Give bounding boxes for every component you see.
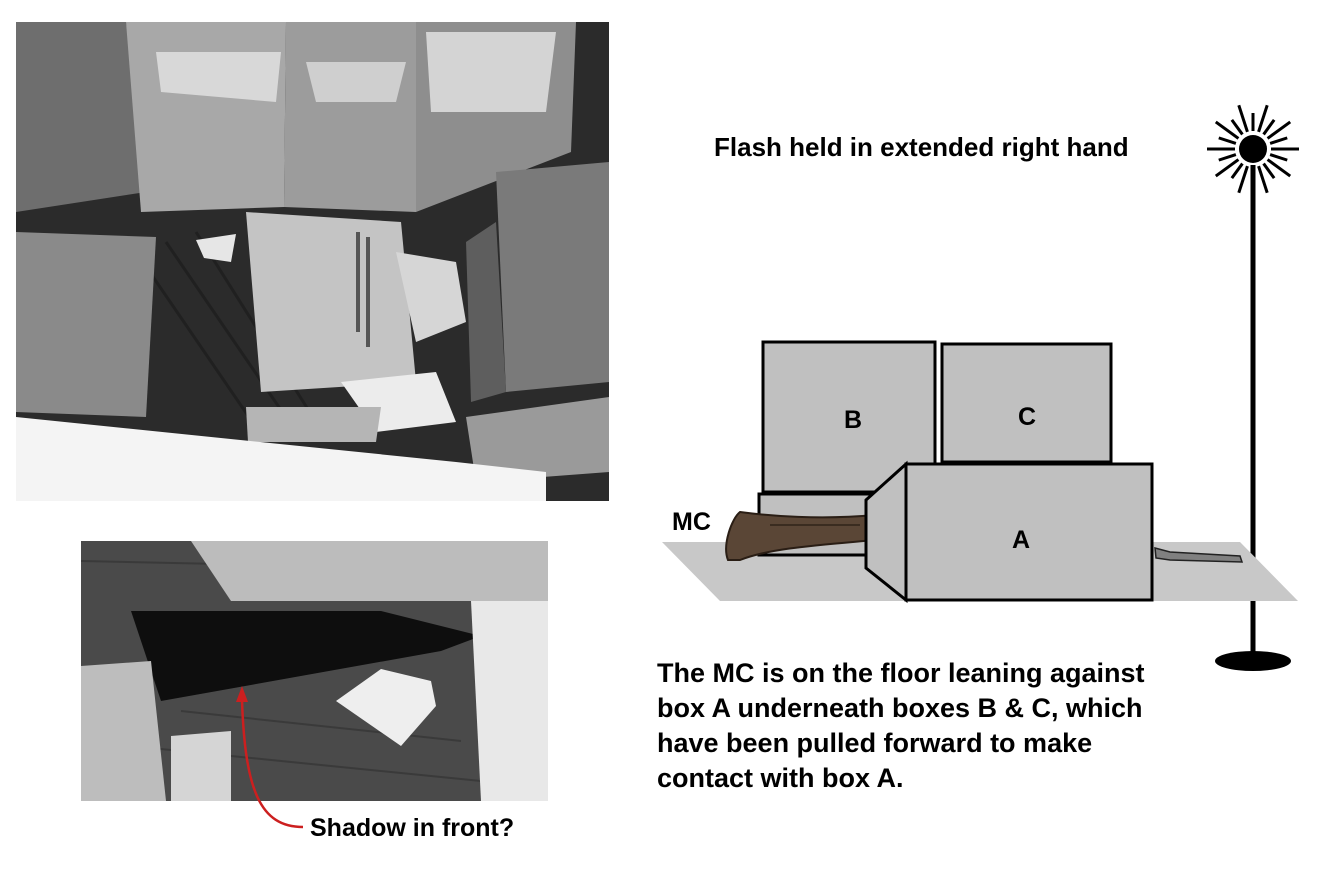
flash-ray	[1269, 136, 1288, 145]
photo-closeup	[81, 541, 548, 801]
photo-boxes-overview	[16, 22, 609, 501]
box-a	[904, 462, 1154, 602]
caption-line: contact with box A.	[657, 763, 904, 793]
flash-ray	[1230, 162, 1244, 180]
caption-line: have been pulled forward to make	[657, 728, 1093, 758]
caption: The MC is on the floor leaning against b…	[657, 656, 1217, 796]
flash-ray	[1218, 136, 1237, 145]
box-c-letter: C	[1018, 403, 1036, 431]
rifle-icon	[725, 510, 876, 561]
flash-ray	[1266, 120, 1292, 140]
flash-label: Flash held in extended right hand	[714, 132, 1129, 162]
flash-ray	[1237, 165, 1249, 194]
box-b-letter: B	[844, 406, 862, 434]
shadow-label: Shadow in front?	[310, 814, 515, 842]
flash-ray	[1237, 104, 1249, 133]
rifle-icon-small	[1154, 546, 1244, 563]
flash-ray	[1230, 118, 1244, 136]
box-c	[940, 342, 1113, 464]
flash-ray	[1269, 153, 1288, 162]
flash-ray	[1262, 118, 1276, 136]
caption-line: The MC is on the floor leaning against	[657, 658, 1145, 688]
arrow-icon	[236, 686, 304, 829]
flash-ray	[1257, 104, 1269, 133]
caption-line: box A underneath boxes B & C, which	[657, 693, 1143, 723]
box-a-letter: A	[1012, 526, 1030, 554]
flash-ray	[1262, 162, 1276, 180]
flash-ray	[1266, 158, 1292, 178]
photo-boxes-overview-image	[16, 22, 609, 501]
flash-ray	[1218, 153, 1237, 162]
photo-closeup-image	[81, 541, 548, 801]
mc-label: MC	[672, 508, 711, 536]
flash-ray	[1257, 165, 1269, 194]
flash-ray	[1214, 158, 1240, 178]
flash-ray	[1214, 120, 1240, 140]
